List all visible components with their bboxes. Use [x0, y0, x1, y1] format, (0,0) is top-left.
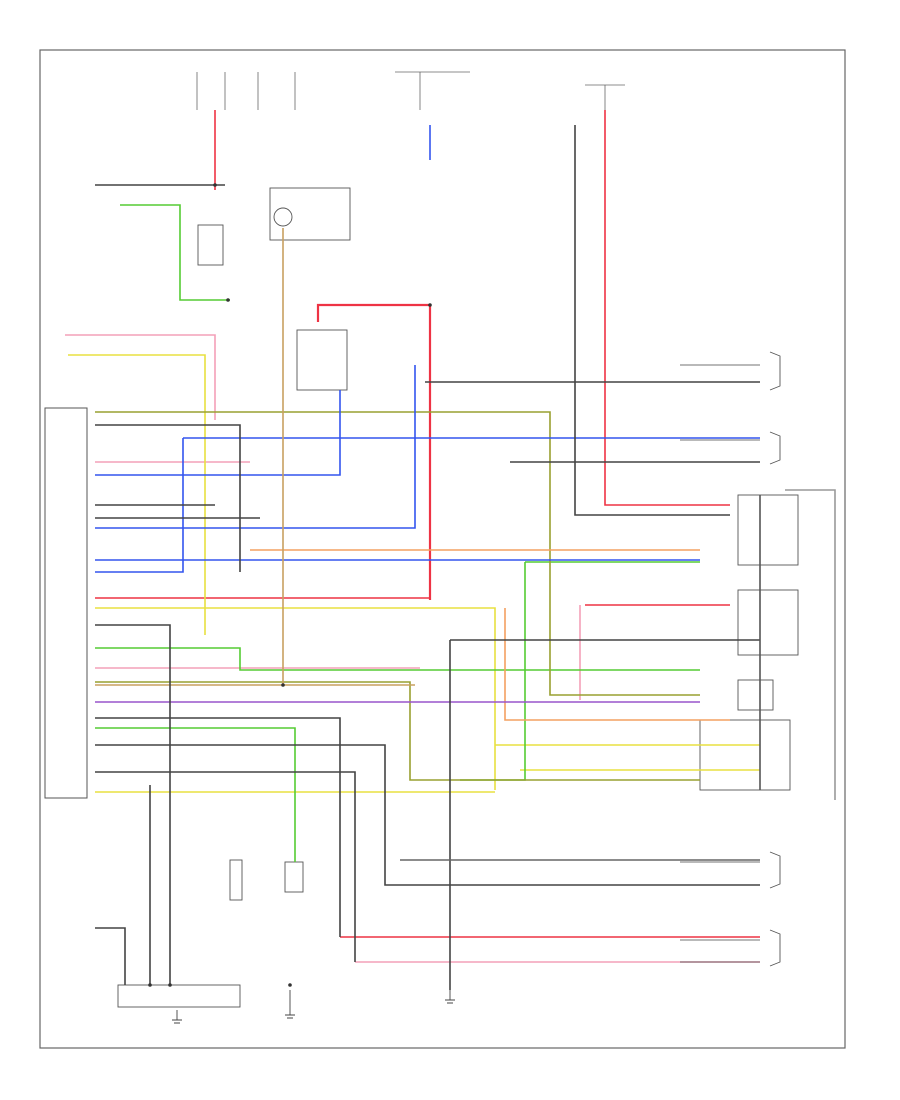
- fuse-stubs: [196, 71, 625, 120]
- wire-red-fan: [604, 110, 730, 506]
- ground-symbol-2: [285, 990, 295, 1019]
- wire-orange-right: [504, 608, 730, 721]
- wire-yellow-row1: [95, 607, 496, 790]
- fan-relay-2-box: [737, 589, 799, 656]
- blower-switch-box: [699, 719, 791, 791]
- control-module-box: [44, 407, 88, 799]
- wire-gray-ecu4: [95, 771, 356, 962]
- speaker-terminals: [769, 351, 781, 967]
- wire-yellow-left: [68, 354, 206, 635]
- wire-gray-ecu3: [95, 717, 341, 937]
- wires: [65, 110, 836, 990]
- right-front-speaker: [769, 851, 781, 889]
- wire-gray-relay: [574, 125, 730, 516]
- ground-symbol-1: [172, 1010, 182, 1024]
- wire-green-top: [120, 204, 230, 301]
- diagram-frame: [39, 49, 846, 1049]
- fan-relay-1-box: [737, 494, 799, 566]
- ground-terminal-box: [229, 859, 243, 901]
- component-boxes: [117, 187, 799, 1008]
- illumination-box: [269, 187, 351, 241]
- wire-red-combo: [316, 303, 430, 322]
- wire-blue-mid: [95, 365, 416, 529]
- wire-blue-combo: [95, 390, 341, 476]
- ground-symbol-3: [445, 990, 455, 1004]
- connector-ticks: [680, 364, 760, 963]
- sensor-box: [284, 861, 304, 893]
- combination-switch-box: [296, 329, 348, 391]
- wire-olive-top: [95, 411, 700, 696]
- wire-gray-left: [95, 424, 241, 572]
- wire-olive-row: [95, 681, 700, 781]
- ground-symbols: [172, 990, 455, 1024]
- wire-green-right: [460, 562, 526, 781]
- blower-resistor-box: [737, 679, 774, 711]
- wire-gray-ground-left: [95, 927, 126, 985]
- wire-green-row1: [95, 647, 700, 671]
- wire-gray-lower: [95, 624, 171, 985]
- wire-gray-speaker1: [95, 744, 760, 886]
- wire-gray-right-frame: [785, 489, 836, 800]
- right-rear-speaker: [769, 929, 781, 967]
- ground-block: [117, 984, 241, 1008]
- wire-blue-left: [95, 438, 184, 573]
- indicator-lamp: [273, 207, 293, 227]
- left-front-speaker: [769, 351, 781, 391]
- wire-green-row2: [95, 727, 296, 862]
- junction-dots: [148, 183, 432, 987]
- left-rear-speaker: [769, 431, 781, 465]
- wire-pink-top: [65, 334, 216, 420]
- ignition-relay-box: [197, 224, 224, 266]
